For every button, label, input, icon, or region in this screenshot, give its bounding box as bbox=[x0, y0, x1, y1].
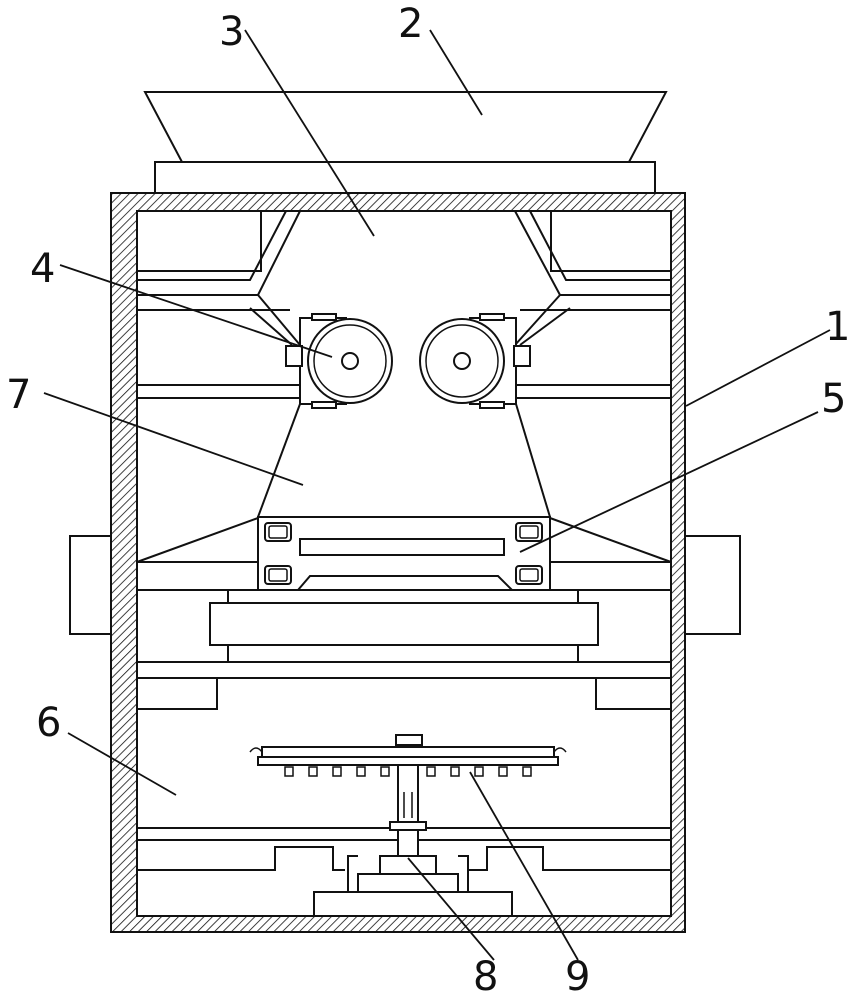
collection-platform bbox=[137, 589, 671, 679]
callout-1: 1 bbox=[825, 304, 850, 350]
feed-chute bbox=[136, 210, 672, 346]
side-mount-left bbox=[69, 535, 112, 635]
callout-5: 5 bbox=[821, 376, 846, 422]
crushing-roller-right bbox=[419, 313, 531, 409]
hopper bbox=[143, 91, 668, 194]
callout-8: 8 bbox=[473, 954, 498, 1000]
discharge-funnel bbox=[257, 403, 551, 518]
callout-9: 9 bbox=[565, 954, 590, 1000]
spray-nozzles bbox=[284, 766, 532, 777]
crushing-roller-left bbox=[285, 313, 393, 409]
rotary-spray-arm bbox=[249, 734, 567, 823]
callout-7: 7 bbox=[6, 372, 31, 418]
callout-3: 3 bbox=[219, 9, 244, 55]
drive-motor bbox=[313, 821, 513, 917]
cross-rails-upper bbox=[137, 384, 671, 399]
callout-4: 4 bbox=[30, 246, 55, 292]
leader-lines bbox=[43, 29, 831, 961]
lower-chamber bbox=[136, 677, 672, 871]
callout-2: 2 bbox=[398, 1, 423, 47]
callout-6: 6 bbox=[36, 700, 61, 746]
screen-frame bbox=[136, 516, 672, 591]
side-mount-right bbox=[684, 535, 741, 635]
